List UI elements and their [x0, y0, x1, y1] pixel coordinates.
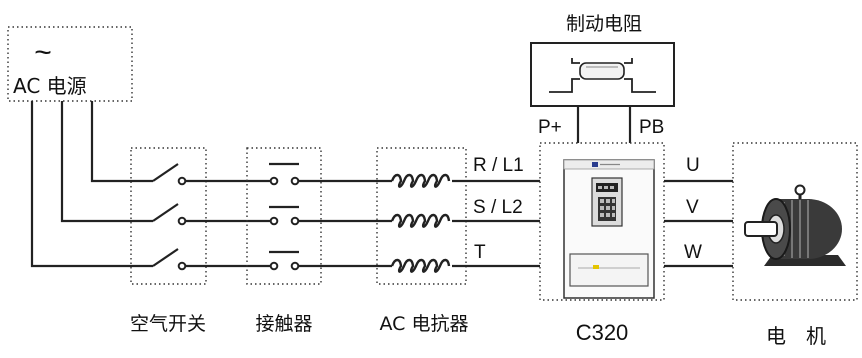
air-switch-label: 空气开关 [130, 313, 206, 335]
inverter-model-label: C320 [576, 320, 629, 345]
ac-reactor-label: AC 电抗器 [380, 313, 469, 335]
terminal-v: V [686, 197, 699, 218]
terminal-pb: PB [639, 117, 664, 138]
contactor [246, 147, 322, 285]
terminal-t: T [474, 242, 486, 263]
terminal-r-l1: R / L1 [473, 155, 524, 176]
contactor-label: 接触器 [255, 313, 312, 335]
braking-resistor-label: 制动电阻 [566, 13, 642, 35]
braking-resistor: 制动电阻 P+ PB [530, 13, 675, 143]
terminal-u: U [686, 155, 700, 176]
ac-source-label: AC 电源 [13, 74, 87, 98]
output-wires [664, 179, 733, 268]
wires-contactor-reactor [298, 179, 392, 268]
terminal-p-plus: P+ [538, 117, 562, 138]
wires-switch-contactor [185, 179, 271, 268]
wires-reactor-inverter [452, 179, 540, 268]
motor: 电 机 [732, 142, 858, 348]
air-switch [130, 147, 207, 285]
ac-reactor [376, 147, 467, 285]
terminal-w: W [684, 242, 702, 263]
ac-symbol: ~ [34, 36, 52, 69]
terminal-s-l2: S / L2 [473, 197, 523, 218]
source-feeders [30, 101, 131, 268]
motor-label: 电 机 [766, 324, 826, 348]
ac-source: ~ AC 电源 [7, 26, 133, 102]
inverter: C320 [539, 142, 665, 345]
